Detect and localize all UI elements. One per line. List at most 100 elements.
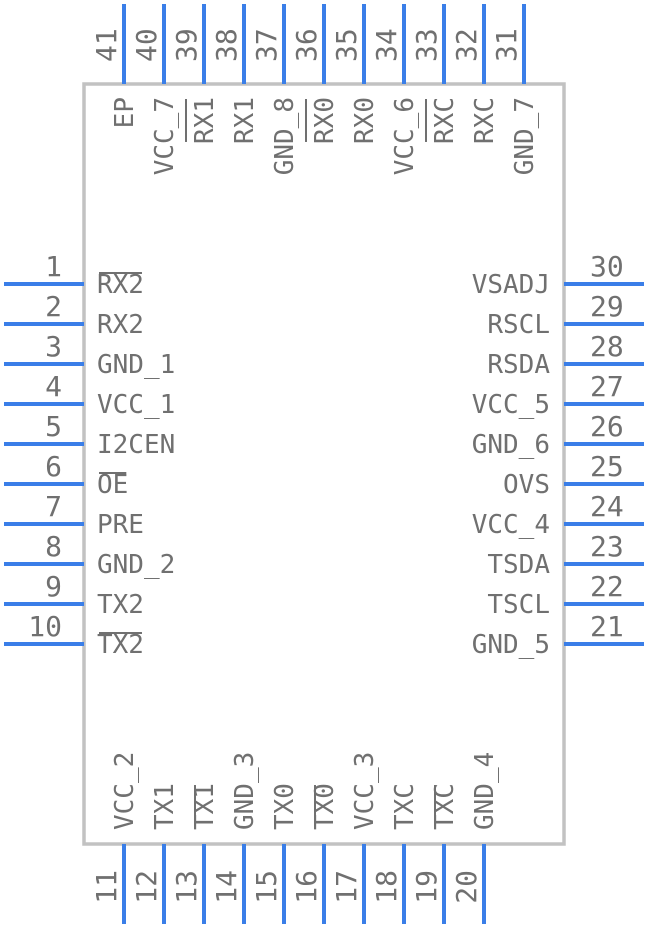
pin-number: 33: [410, 28, 443, 62]
pin-number: 6: [45, 450, 62, 483]
pin-number: 30: [590, 250, 624, 283]
pin-number: 24: [590, 490, 624, 523]
pin-label: GND_4: [470, 752, 500, 830]
pin-label: TSCL: [487, 590, 550, 620]
pin-label: RX1: [190, 97, 220, 144]
pin-number: 20: [450, 870, 483, 904]
pin-number: 3: [45, 330, 62, 363]
pin-label: GND_7: [510, 97, 540, 175]
pin-label: VCC_7: [150, 97, 180, 175]
pin-label: EP: [110, 97, 140, 128]
pin-number: 40: [130, 28, 163, 62]
pin-number: 27: [590, 370, 624, 403]
pin-18: 18 TXC: [370, 783, 420, 924]
pin-label: RX2: [97, 310, 144, 340]
pin-label: VCC_6: [390, 97, 420, 175]
pin-number: 17: [330, 870, 363, 904]
pin-label: RSCL: [487, 310, 550, 340]
pin-label: RX0: [350, 97, 380, 144]
pin-label: RXC: [430, 97, 460, 144]
pin-label: TXC: [390, 783, 420, 830]
pin-number: 36: [290, 28, 323, 62]
pin-label: I2CEN: [97, 430, 175, 460]
pin-number: 34: [370, 28, 403, 62]
pin-label: TX1: [150, 783, 180, 830]
pin-number: 37: [250, 28, 283, 62]
pin-number: 14: [210, 870, 243, 904]
pin-label: VCC_1: [97, 390, 175, 420]
pin-label: VCC_2: [110, 752, 140, 830]
pin-label: RSDA: [487, 350, 550, 380]
top-pin-group: 41EP40VCC_739RX138RX137GND_836RX035RX034…: [90, 4, 540, 175]
pin-label: GND_2: [97, 550, 175, 580]
pin-label: RX2: [97, 270, 144, 300]
pin-14: 14 GND_3: [210, 752, 260, 924]
ic-body: [82, 82, 566, 846]
pin-number: 26: [590, 410, 624, 443]
pin-number: 7: [45, 490, 62, 523]
pin-number: 31: [490, 28, 523, 62]
pin-label: TX2: [97, 630, 144, 660]
pin-number: 28: [590, 330, 624, 363]
pin-label: RXC: [470, 97, 500, 144]
pin-number: 10: [28, 610, 62, 643]
pin-number: 41: [90, 28, 123, 62]
left-pin-group: 1RX22RX23GND_14VCC_15I2CEN6OE7PRE8GND_29…: [4, 250, 175, 660]
pin-number: 13: [170, 870, 203, 904]
pin-label: GND_3: [230, 752, 260, 830]
pin-label: TX0: [270, 783, 300, 830]
pin-number: 38: [210, 28, 243, 62]
pin-number: 19: [410, 870, 443, 904]
pin-11: 11 VCC_2: [90, 752, 140, 924]
pin-6: 6OE: [4, 450, 128, 500]
pin-number: 5: [45, 410, 62, 443]
pin-20: 20 GND_4: [450, 752, 500, 924]
pin-number: 25: [590, 450, 624, 483]
pin-number: 8: [45, 530, 62, 563]
pin-label: VCC_4: [472, 510, 550, 540]
right-pin-group: 30VSADJ29RSCL28RSDA27VCC_526GND_625OVS24…: [472, 250, 644, 660]
pin-label: VCC_5: [472, 390, 550, 420]
pin-number: 9: [45, 570, 62, 603]
pin-label: OVS: [503, 470, 550, 500]
pin-number: 18: [370, 870, 403, 904]
pin-number: 16: [290, 870, 323, 904]
pin-number: 35: [330, 28, 363, 62]
pin-number: 11: [90, 870, 123, 904]
pin-label: GND_8: [270, 97, 300, 175]
pin-label: VCC_3: [350, 752, 380, 830]
pin-number: 15: [250, 870, 283, 904]
pin-label: GND_1: [97, 350, 175, 380]
pin-label: TSDA: [487, 550, 550, 580]
